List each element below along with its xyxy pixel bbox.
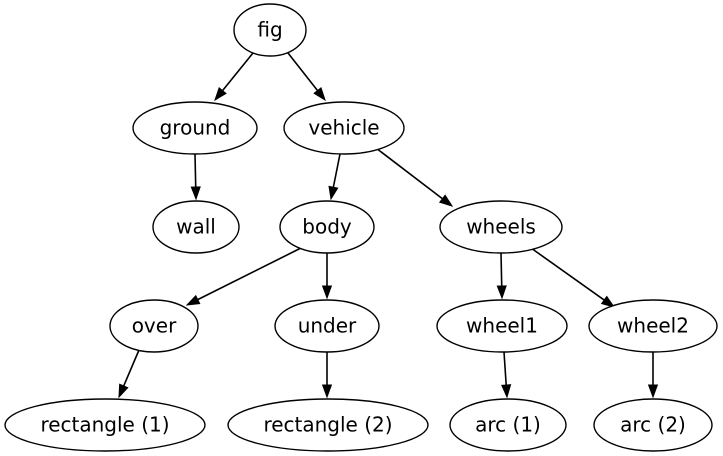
edge-line [194,153,197,188]
edge-line [197,247,302,301]
edge-arrowhead-icon [321,285,333,300]
node-ellipse-shape [227,398,429,452]
graph-node-arc2[interactable]: arc (2) [593,398,713,452]
edge-wheel2-to-arc2 [647,352,659,399]
edge-vehicle-to-wheels [375,147,454,207]
edge-body-to-over [185,247,302,306]
node-ellipse-shape [4,398,206,452]
node-label: over [132,314,177,338]
edge-vehicle-to-body [328,153,341,201]
node-ellipse-shape [233,3,307,57]
edge-line [375,147,443,200]
node-ellipse-shape [152,200,240,254]
edge-arrowhead-icon [185,294,201,306]
node-ellipse-shape [439,200,563,254]
edge-ground-to-wall [190,153,201,201]
edge-line [530,247,605,301]
graph-node-wheel2[interactable]: wheel2 [588,299,718,353]
edge-arrowhead-icon [328,185,339,201]
edges-layer [118,52,659,399]
edge-arrowhead-icon [496,285,507,300]
graph-node-wall[interactable]: wall [152,200,240,254]
edge-line [287,52,319,92]
node-ellipse-shape [436,299,568,353]
edge-fig-to-vehicle [287,52,326,102]
edge-wheels-to-wheel1 [496,252,507,300]
edge-wheels-to-wheel2 [530,247,616,308]
edge-arrowhead-icon [321,384,333,399]
node-label: wheel1 [466,314,538,338]
node-label: arc (2) [620,413,686,437]
graph-node-under[interactable]: under [274,299,380,353]
edge-arrowhead-icon [118,383,129,399]
node-label: rectangle (1) [40,413,169,437]
edge-fig-to-ground [214,52,254,102]
node-label: fig [257,18,282,42]
node-ellipse-shape [588,299,718,353]
edge-arrowhead-icon [501,384,512,399]
node-label: wall [176,215,216,239]
node-ellipse-shape [109,299,199,353]
edge-arrowhead-icon [313,87,326,102]
node-ellipse-shape [593,398,713,452]
graph-node-rectangle1[interactable]: rectangle (1) [4,398,206,452]
node-label: under [298,314,357,338]
node-ellipse-shape [132,101,258,155]
graph-node-over[interactable]: over [109,299,199,353]
graph-node-fig[interactable]: fig [233,3,307,57]
node-label: body [302,215,352,239]
edge-arrowhead-icon [214,87,227,102]
node-ellipse-shape [283,101,405,155]
graph-node-rectangle2[interactable]: rectangle (2) [227,398,429,452]
node-ellipse-shape [449,398,567,452]
edge-line [122,349,140,387]
edge-arrowhead-icon [647,384,659,399]
edge-line [500,252,503,287]
graph-node-ground[interactable]: ground [132,101,258,155]
graph-node-arc1[interactable]: arc (1) [449,398,567,452]
graph-node-body[interactable]: body [279,200,375,254]
edge-line [221,52,254,92]
graph-node-wheels[interactable]: wheels [439,200,563,254]
edge-wheel1-to-arc1 [501,351,512,399]
node-label: wheel2 [617,314,689,338]
edge-arrowhead-icon [190,186,201,201]
edge-arrowhead-icon [600,295,616,308]
edge-over-to-rectangle1 [118,349,140,399]
node-label: arc (1) [475,413,541,437]
edge-line [503,351,507,386]
edge-body-to-under [321,253,333,300]
node-label: wheels [466,215,536,239]
graph-node-wheel1[interactable]: wheel1 [436,299,568,353]
node-ellipse-shape [274,299,380,353]
node-label: vehicle [308,116,379,140]
edge-under-to-rectangle2 [321,352,333,399]
node-label: ground [160,116,231,140]
node-ellipse-shape [279,200,375,254]
nodes-layer: fig ground vehicle wall body wheels over under w… [4,3,718,452]
edge-line [332,153,341,188]
node-label: rectangle (2) [263,413,392,437]
graph-node-vehicle[interactable]: vehicle [283,101,405,155]
edge-arrowhead-icon [438,194,454,207]
